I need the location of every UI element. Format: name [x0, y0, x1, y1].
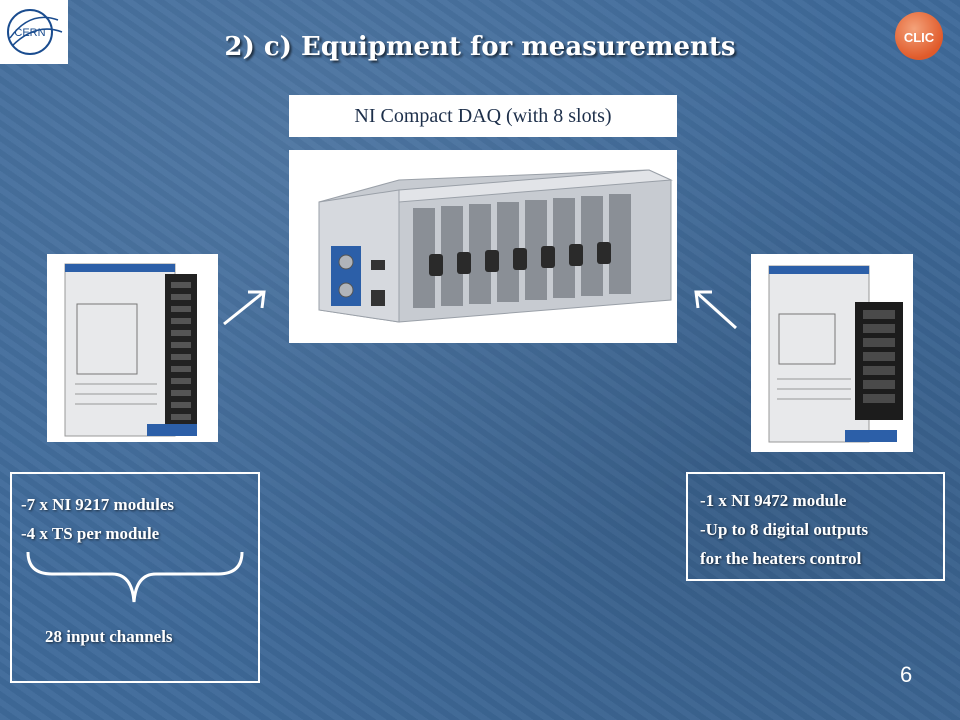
left-line-1: -7 x NI 9217 modules — [21, 495, 175, 514]
arrow-up-left-icon — [694, 290, 738, 330]
left-line-2: -4 x TS per module — [21, 524, 160, 543]
daq-label-text: NI Compact DAQ (with 8 slots) — [354, 104, 612, 127]
cern-logo-text: CERN — [14, 27, 45, 39]
cern-logo-icon: CERN — [7, 9, 63, 55]
ni-9217-module-image — [47, 254, 218, 442]
right-line-2: -Up to 8 digital outputs — [700, 520, 869, 539]
cern-logo: CERN — [0, 0, 68, 64]
page-number: 6 — [900, 662, 913, 687]
ni-9217-info-box: -7 x NI 9217 modules -4 x TS per module … — [10, 472, 260, 683]
clic-logo: CLIC — [895, 12, 943, 60]
slide-title: 2) c) Equipment for measurements — [224, 32, 736, 62]
clic-logo-text: CLIC — [904, 30, 935, 45]
clic-logo-icon: CLIC — [904, 30, 935, 45]
arrow-up-right-icon — [223, 290, 266, 326]
daq-label: NI Compact DAQ (with 8 slots) — [289, 95, 677, 137]
right-line-3: for the heaters control — [700, 549, 862, 568]
left-summary: 28 input channels — [45, 627, 173, 646]
curly-brace-icon — [26, 551, 244, 603]
ni-9472-module-image — [751, 254, 913, 452]
daq-chassis-image — [289, 150, 677, 343]
ni-9472-info-box: -1 x NI 9472 module -Up to 8 digital out… — [686, 472, 945, 581]
right-line-1: -1 x NI 9472 module — [700, 491, 847, 510]
